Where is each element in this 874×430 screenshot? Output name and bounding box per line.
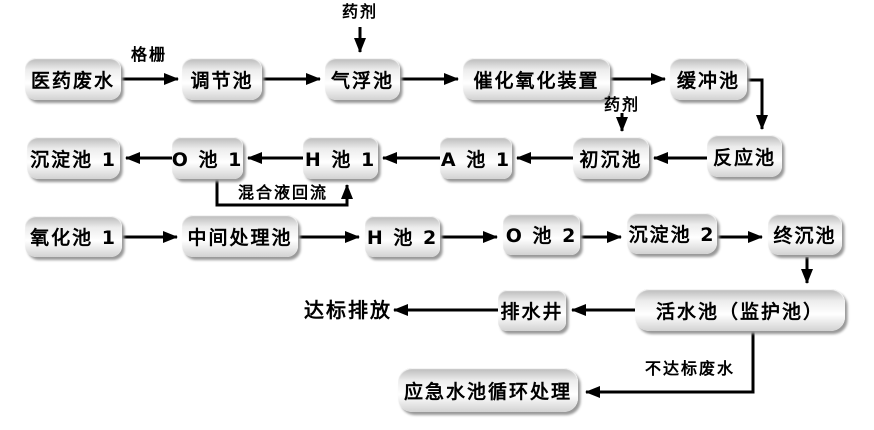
node-o-tank-2: O 池 2 (503, 214, 580, 255)
node-sedimentation-tank-2: 沉淀池 2 (627, 213, 717, 254)
node-h-tank-1: H 池 1 (303, 137, 378, 179)
node-living-water-tank: 活水池（监护池） (635, 289, 845, 331)
node-catalytic-oxidation-unit: 催化氧化装置 (463, 58, 610, 100)
node-buffer-tank: 缓冲池 (670, 58, 747, 100)
node-intermediate-treatment-tank: 中间处理池 (182, 215, 298, 257)
label-chemical-agent-1: 药剂 (341, 2, 378, 21)
arrow-buffer-to-reaction (747, 78, 768, 130)
label-chemical-agent-2: 药剂 (603, 95, 640, 114)
node-sedimentation-tank-1: 沉淀池 1 (27, 137, 120, 179)
node-medical-wastewater: 医药废水 (25, 58, 121, 100)
node-o-tank-1: O 池 1 (172, 137, 243, 179)
node-air-flotation-tank: 气浮池 (325, 58, 400, 100)
node-final-sedimentation-tank: 终沉池 (768, 214, 842, 255)
node-a-tank-1: A 池 1 (440, 137, 512, 179)
label-grid-screen: 格栅 (130, 45, 167, 64)
node-regulating-tank: 调节池 (182, 58, 262, 100)
node-h-tank-2: H 池 2 (365, 216, 440, 257)
label-mixed-liquor-return: 混合液回流 (237, 183, 328, 202)
node-oxidation-tank-1: 氧化池 1 (25, 216, 122, 257)
label-standard-discharge: 达标排放 (304, 298, 392, 322)
node-primary-sedimentation-tank: 初沉池 (573, 137, 649, 179)
node-reaction-tank: 反应池 (707, 135, 782, 177)
node-emergency-tank: 应急水池循环处理 (398, 368, 578, 412)
node-drainage-well: 排水井 (498, 290, 566, 331)
label-substandard-wastewater: 不达标废水 (644, 359, 735, 378)
